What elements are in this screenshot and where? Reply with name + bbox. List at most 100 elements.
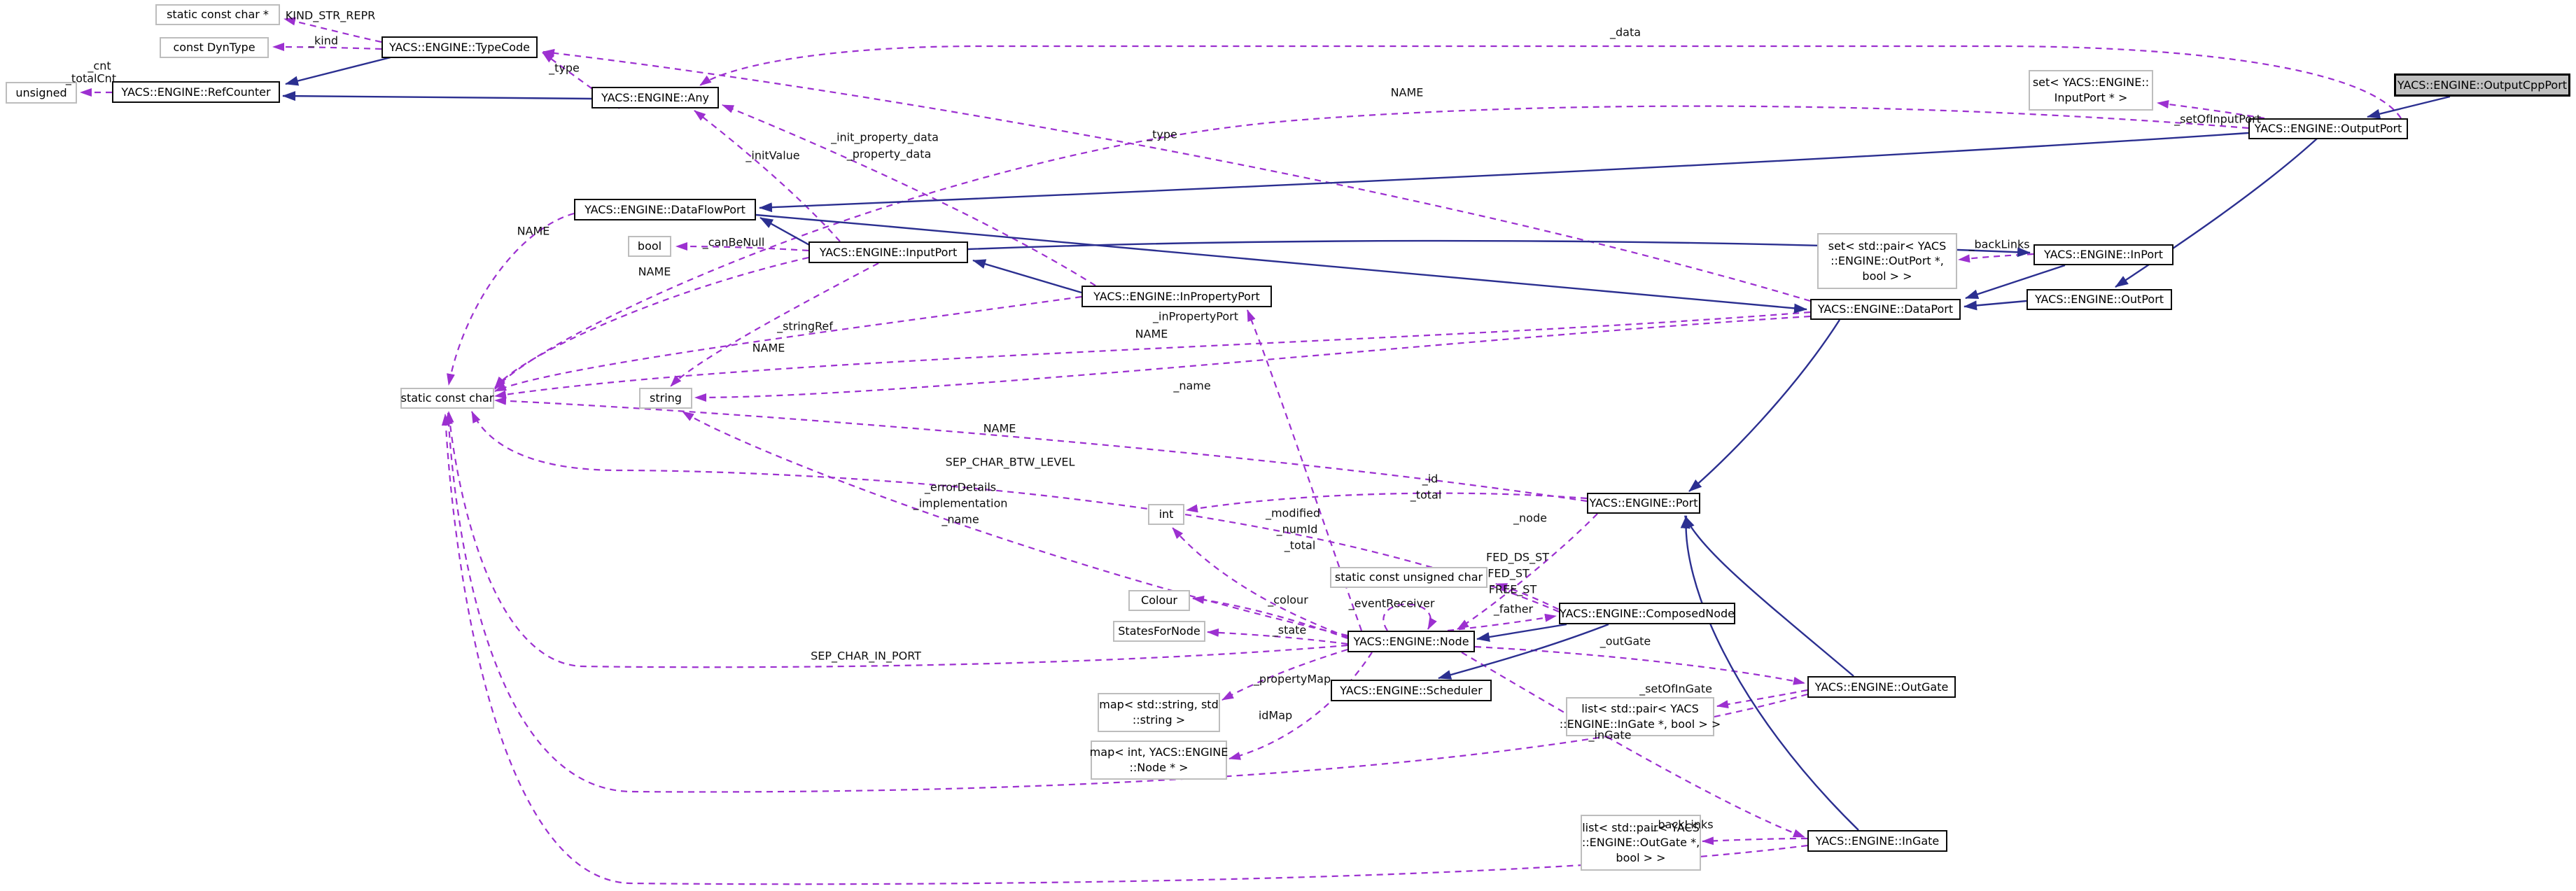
edge-usage-kind-str-repr — [284, 17, 382, 43]
edge-usage-type-dataport — [542, 48, 1811, 302]
edge-label-numid: _numId — [1276, 522, 1318, 536]
type-box-int: int — [1148, 504, 1184, 525]
type-box-const-dyntype: const DynType — [160, 37, 269, 58]
edge-inherit-outgate-port — [1684, 515, 1854, 677]
class-box-node[interactable]: YACS::ENGINE::Node — [1348, 631, 1475, 652]
edge-inherit-composednode-node — [1476, 623, 1567, 642]
type-box-list-ingate-pair: list< std::pair< YACS::ENGINE::InGate *,… — [1560, 697, 1721, 736]
edge-usage-name-port — [494, 396, 1588, 503]
edge-usage-father — [1447, 613, 1557, 632]
type-box-list-outgate-pair: list< std::pair< YACS::ENGINE::OutGate *… — [1581, 815, 1701, 871]
edge-inherit-inport-dataport — [1965, 264, 2066, 300]
edge-label-name-port: NAME — [983, 421, 1016, 435]
class-box-outport[interactable]: YACS::ENGINE::OutPort — [2026, 289, 2172, 310]
edge-label-kind: _kind — [308, 34, 339, 48]
class-box-outgate[interactable]: YACS::ENGINE::OutGate — [1807, 676, 1956, 698]
type-box-bool: bool — [628, 236, 671, 257]
edge-label-sep-char-btw-level: SEP_CHAR_BTW_LEVEL — [945, 455, 1075, 469]
edge-label-data: _data — [1609, 25, 1642, 39]
edge-inherit-outputcppport-outputport — [2367, 95, 2451, 119]
edge-usage-data — [699, 45, 2402, 119]
edge-usage-sep-char-btw-level — [471, 411, 1560, 613]
edge-label-type-any: _type — [549, 61, 580, 75]
edge-label-backlinks-ingate: _backLinks — [1652, 818, 1714, 832]
class-box-ingate[interactable]: YACS::ENGINE::InGate — [1807, 830, 1947, 852]
type-box-static-const-unsigned-char: static const unsigned char — [1330, 567, 1488, 588]
class-box-dataport[interactable]: YACS::ENGINE::DataPort — [1810, 299, 1961, 320]
class-box-inputport[interactable]: YACS::ENGINE::InputPort — [808, 241, 968, 263]
edge-usage-initvalue — [694, 110, 841, 242]
class-box-scheduler[interactable]: YACS::ENGINE::Scheduler — [1331, 680, 1492, 701]
edge-inherit-outputport-dataflowport — [759, 132, 2249, 213]
edge-label-colour-member: _colour — [1268, 593, 1308, 607]
edge-usage-property-data — [722, 104, 1096, 286]
edge-label-kind-str-repr: KIND_STR_REPR — [285, 8, 376, 22]
edge-label-total: _total — [1410, 488, 1442, 502]
class-box-inpropertyport[interactable]: YACS::ENGINE::InPropertyPort — [1082, 286, 1272, 307]
edge-usage-backlinks-ingate — [1702, 836, 1808, 846]
class-box-typecode[interactable]: YACS::ENGINE::TypeCode — [382, 36, 538, 58]
edge-usage-idmap — [1228, 652, 1373, 760]
type-box-colour: Colour — [1128, 590, 1190, 611]
edge-label-name-dataport: NAME — [1135, 327, 1168, 341]
edge-usage-propertymap — [1222, 648, 1348, 701]
edge-usage-id-total — [1186, 492, 1588, 513]
edge-label-setofingate: _setOfInGate — [1639, 682, 1712, 696]
edge-label-cnt: _cnt — [88, 59, 111, 73]
edge-label-modified: _modified — [1265, 506, 1321, 520]
edge-usage-name-ingate — [441, 414, 1808, 885]
edge-label-free-st: FREE_ST — [1488, 582, 1537, 596]
edge-label-name-inputport: NAME — [638, 265, 671, 279]
edge-usage-sep-char-in-port — [445, 411, 1348, 668]
edge-inherit-typecode-refcounter — [285, 56, 391, 86]
edge-usage-inpropertyport — [1246, 309, 1363, 631]
edge-usage-modified — [1172, 527, 1348, 638]
edge-label-total2: _total — [1284, 538, 1316, 552]
edge-usage-fed-states — [1495, 582, 1579, 620]
edge-label-idmap: idMap — [1258, 708, 1293, 722]
edge-label-totalcnt: _totalCnt — [65, 71, 117, 85]
class-box-composednode[interactable]: YACS::ENGINE::ComposedNode — [1559, 603, 1735, 624]
edge-usage-eventreceiver — [1382, 603, 1437, 631]
edge-usage-backlinks-inport — [1958, 253, 2034, 263]
edge-label-type-dataport: _type — [1147, 127, 1177, 141]
edge-inherit-inpropertyport-inputport — [972, 259, 1082, 294]
type-box-set-outport-pair: set< std::pair< YACS::ENGINE::OutPort *,… — [1817, 233, 1957, 289]
type-box-map-int-node: map< int, YACS::ENGINE::Node * > — [1090, 741, 1228, 780]
edge-label-property-data: _property_data — [846, 147, 932, 161]
edge-inherit-composednode-scheduler — [1438, 623, 1609, 680]
edge-label-name-inpropertyport: NAME — [752, 341, 785, 355]
edge-label-setofinputport: _setOfInputPort — [2174, 112, 2261, 126]
edge-label-canbenull: _canBeNull — [702, 235, 765, 249]
edge-label-init-property-data: _init_property_data — [831, 130, 939, 144]
class-box-port[interactable]: YACS::ENGINE::Port — [1587, 493, 1700, 514]
edge-usage-name-outgate — [444, 412, 1808, 793]
edge-label-propertymap: _propertyMap — [1253, 672, 1331, 686]
type-box-unsigned: unsigned — [6, 82, 77, 104]
edge-label-name-outputport: NAME — [1390, 85, 1424, 99]
edge-usage-name-inputport — [494, 256, 809, 388]
edge-label-stringref: _stringRef — [777, 319, 833, 333]
edge-label-name-dataflowport: NAME — [517, 224, 550, 238]
edge-usage-node — [1457, 513, 1598, 630]
type-box-map-string-string: map< std::string, std::string > — [1098, 693, 1220, 732]
edge-usage-outgate — [1474, 645, 1805, 685]
edge-usage-errordetails — [682, 411, 1348, 637]
edge-inherit-ingate-port — [1680, 515, 1859, 831]
edge-label-sep-char-in-port: SEP_CHAR_IN_PORT — [811, 649, 921, 663]
edge-inherit-dataflowport-dataport — [755, 213, 1807, 314]
class-box-inport[interactable]: YACS::ENGINE::InPort — [2033, 244, 2174, 265]
edge-label-name-node: _name — [941, 512, 979, 526]
class-box-dataflowport[interactable]: YACS::ENGINE::DataFlowPort — [574, 199, 756, 220]
edge-usage-state — [1207, 628, 1348, 645]
edge-label-node-member: _node — [1513, 511, 1547, 525]
edge-usage-name-outputport — [494, 105, 2249, 390]
edge-label-id: _id — [1422, 472, 1438, 486]
edge-inherit-outport-dataport — [1963, 300, 2027, 311]
edge-label-initvalue: _initValue — [746, 148, 800, 162]
edge-label-name-string: _name — [1173, 379, 1211, 393]
class-box-any[interactable]: YACS::ENGINE::Any — [592, 87, 719, 108]
class-box-refcounter[interactable]: YACS::ENGINE::RefCounter — [112, 81, 280, 103]
edge-usage-stringref — [670, 262, 879, 387]
class-box-outputport[interactable]: YACS::ENGINE::OutputPort — [2248, 118, 2408, 139]
